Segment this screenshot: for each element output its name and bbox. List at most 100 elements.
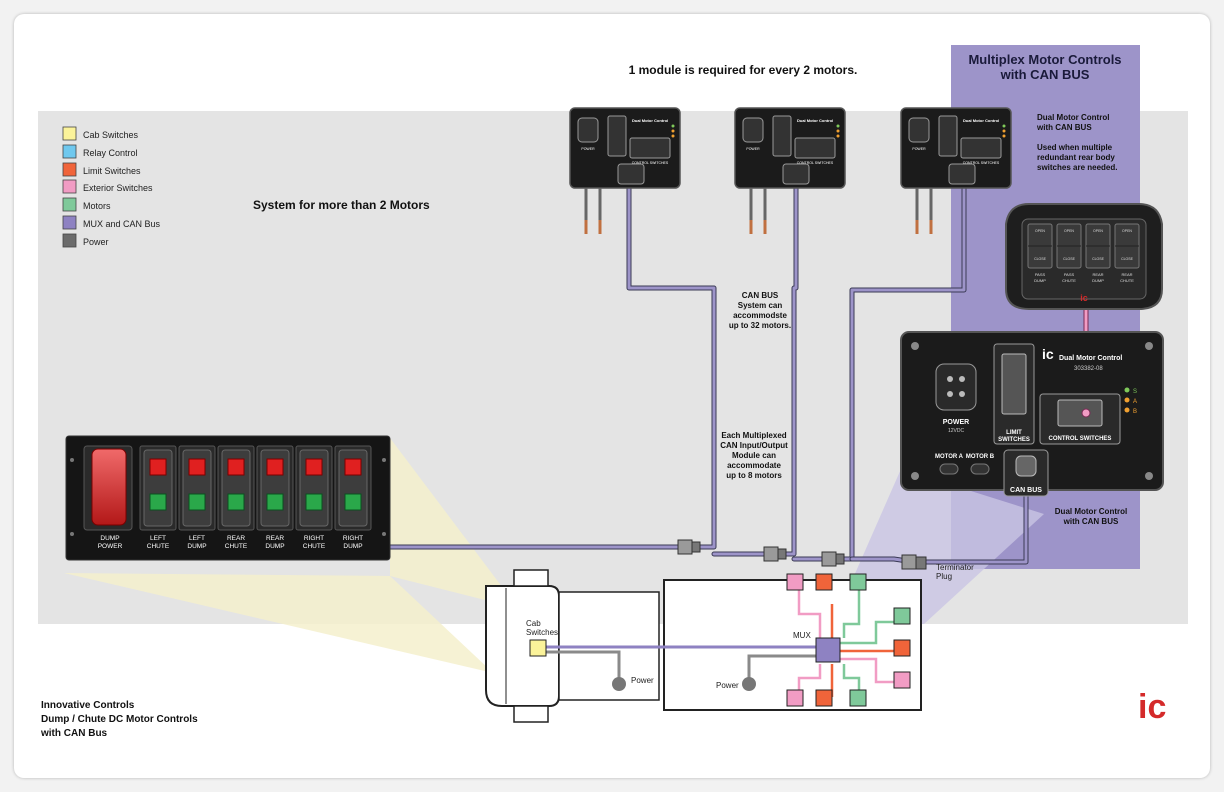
connector [677, 539, 693, 555]
small-control-label: CONTROL SWITCHES [632, 161, 669, 165]
limit-switch-node [815, 689, 833, 707]
small-limit-connector [772, 115, 792, 157]
dump-power-switch[interactable] [91, 448, 127, 526]
small-limit-connector [607, 115, 627, 157]
exterior-switch-node [786, 689, 804, 707]
mux-node [815, 637, 841, 663]
canbus-note-line: up to 32 motors. [729, 321, 791, 330]
truck-cab [485, 585, 560, 707]
canbus-note-line: CAN BUS [742, 291, 779, 300]
small-module-title: Dual Motor Control [963, 118, 999, 123]
power-wire [747, 654, 822, 682]
cab-rocker-label-1: REAR [266, 535, 284, 542]
footer-line-3: with CAN Bus [40, 728, 108, 739]
exterior-wire [797, 590, 822, 638]
cab-rocker-label-1: LEFT [189, 535, 205, 542]
big-motor-a-label: MOTOR A [935, 454, 964, 460]
small-power-label: POWER [912, 147, 926, 151]
exterior-switch-node [786, 573, 804, 591]
side-note-line: Dual Motor Control [1037, 113, 1109, 122]
cab-rocker-label-1: RIGHT [304, 535, 324, 542]
small-canbus-connector [617, 163, 645, 185]
rear-switch-panel: OPENCLOSEPASSDUMPOPENCLOSEPASSCHUTEOPENC… [1005, 203, 1163, 310]
rear-rockers: OPENCLOSEPASSDUMPOPENCLOSEPASSCHUTEOPENC… [1027, 223, 1140, 283]
cab-rocker-label-2: DUMP [187, 543, 206, 550]
mux-panel-title-2: with CAN BUS [1000, 67, 1090, 82]
small-control-connector [629, 137, 671, 159]
limit-switch-node [893, 639, 911, 657]
big-module-part: 303382-08 [1074, 366, 1103, 372]
small-limit-connector [938, 115, 958, 157]
motor-wire [840, 620, 900, 645]
footer-line-2: Dump / Chute DC Motor Controls [41, 714, 198, 725]
rear-rocker-label-2: DUMP [1092, 278, 1104, 283]
truck-power-label-2: Power [716, 681, 739, 690]
led-b [1124, 407, 1130, 413]
module-note-line: Module can [732, 451, 776, 460]
rear-rocker-close: CLOSE [1034, 257, 1047, 261]
connector [777, 548, 787, 560]
big-module: POWER 12VDC LIMIT SWITCHES CONTROL SWITC… [900, 331, 1164, 497]
small-power-connector [908, 117, 930, 143]
cab-rocker-green-indicator [227, 493, 245, 511]
screw [911, 342, 919, 350]
cab-rocker-green-indicator [188, 493, 206, 511]
legend-label: Cab Switches [83, 130, 139, 140]
led-a [1124, 397, 1130, 403]
big-module-title: Dual Motor Control [1059, 355, 1122, 362]
power-connector [935, 363, 977, 411]
cab-panel-projection [390, 438, 524, 616]
dump-power-label-2: POWER [98, 543, 123, 550]
headline: 1 module is required for every 2 motors. [629, 63, 858, 77]
mux-panel-title-1: Multiplex Motor Controls [968, 52, 1121, 67]
motor-node [849, 689, 867, 707]
big-module-caption: Dual Motor Control with CAN BUS [1055, 507, 1127, 526]
power-node [742, 677, 756, 691]
screw [1145, 472, 1153, 480]
rear-rocker-label-2: CHUTE [1120, 278, 1134, 283]
dump-power-label-1: DUMP [100, 535, 119, 542]
small-control-connector [794, 137, 836, 159]
footer: Innovative Controls Dump / Chute DC Moto… [40, 700, 198, 739]
module-note-line: Each Multiplexed [721, 431, 786, 440]
canbus-note-line: System can [738, 301, 783, 310]
legend-label: Power [83, 237, 109, 247]
terminator-label-2: Plug [936, 572, 952, 581]
side-note: Dual Motor Control with CAN BUS Used whe… [1036, 113, 1117, 172]
cab-rocker-red-indicator [305, 458, 323, 476]
wiring-diagram: Multiplex Motor Controls with CAN BUS 1 … [38, 45, 1188, 739]
small-canbus-connector [782, 163, 810, 185]
exterior-wire [840, 657, 900, 684]
cab-rocker-red-indicator [266, 458, 284, 476]
big-canbus-label: CAN BUS [1010, 487, 1042, 494]
small-module-title: Dual Motor Control [797, 118, 833, 123]
control-connector-pins [1057, 399, 1103, 427]
truck-mirror-right [513, 705, 549, 723]
big-module-caption-line: Dual Motor Control [1055, 507, 1127, 516]
rear-rocker-open: OPEN [1064, 229, 1074, 233]
rear-rocker-open: OPEN [1122, 229, 1132, 233]
rear-rocker-label-1: PASS [1035, 272, 1046, 277]
cab-rocker-label-1: REAR [227, 535, 245, 542]
rear-rocker-label-1: REAR [1092, 272, 1103, 277]
cab-panel-projection-lower [64, 573, 532, 682]
terminator-label-1: Terminator [936, 563, 974, 572]
rear-rocker-close: CLOSE [1063, 257, 1076, 261]
legend-swatch-motors [62, 197, 77, 212]
legend-label: Exterior Switches [83, 183, 153, 193]
side-note-line: with CAN BUS [1036, 123, 1092, 132]
big-module-caption-line: with CAN BUS [1063, 517, 1119, 526]
truck-power-label-1: Power [631, 676, 654, 685]
rear-rocker-label-2: CHUTE [1062, 278, 1076, 283]
connector [835, 553, 845, 565]
legend-swatch-limit [62, 162, 77, 177]
small-power-label: POWER [581, 147, 595, 151]
rear-rocker-close: CLOSE [1121, 257, 1134, 261]
ic-logo: ic [1138, 688, 1166, 726]
connector [821, 551, 837, 567]
canbus-connector-face [1015, 455, 1037, 477]
truck-body [663, 579, 922, 711]
module-note-line: up to 8 motors [726, 471, 782, 480]
mux-label: MUX [793, 631, 811, 640]
